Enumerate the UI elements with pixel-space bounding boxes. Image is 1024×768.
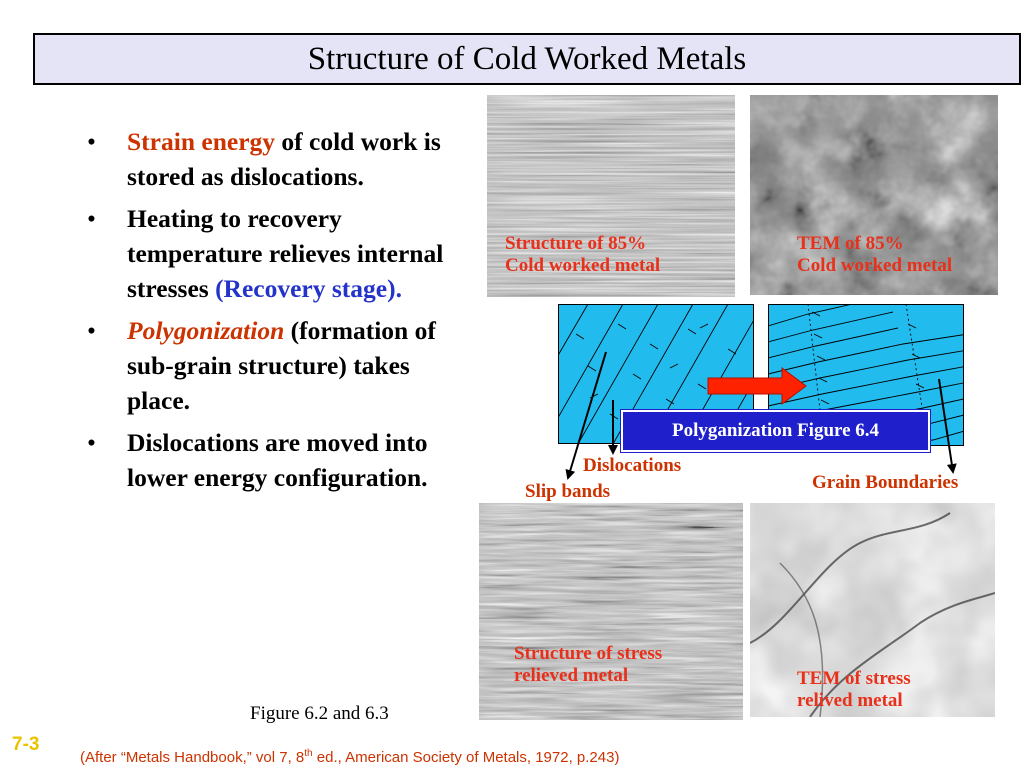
bullet-item-dislocations-moved: • Dislocations are moved into lower ener… xyxy=(82,425,478,495)
caption-tem-stress-relieved: TEM of stress relived metal xyxy=(797,668,911,712)
caption-tem-cold-worked-line1: TEM of 85% xyxy=(797,233,904,254)
caption-stress-relieved-line2: relieved metal xyxy=(514,665,629,686)
caption-cold-worked-line1: Structure of 85% xyxy=(505,233,647,254)
bullet-marker: • xyxy=(87,204,96,233)
bullet-marker: • xyxy=(87,127,96,156)
slide-title: Structure of Cold Worked Metals xyxy=(33,33,1021,85)
strain-energy-highlight: Strain energy xyxy=(127,127,276,156)
caption-cold-worked: Structure of 85% Cold worked metal xyxy=(505,233,660,277)
bullet-item-polygonization: • Polygonization (formation of sub-grain… xyxy=(82,313,478,418)
tem-cold-worked xyxy=(750,95,998,295)
bullet-marker: • xyxy=(87,316,96,345)
citation-after: ed., American Society of Metals, 1972, p… xyxy=(312,749,620,766)
tem-stress-relieved-image xyxy=(750,503,995,717)
caption-tem-cold-worked-line2: Cold worked metal xyxy=(797,255,953,276)
label-grain-boundaries: Grain Boundaries xyxy=(812,472,959,493)
figure-caption: Figure 6.2 and 6.3 xyxy=(250,703,389,724)
caption-stress-relieved: Structure of stress relieved metal xyxy=(514,643,662,687)
tem-stress-relieved xyxy=(750,503,995,717)
polygonization-figure-label: Polyganization Figure 6.4 xyxy=(671,420,880,441)
bullet-list: • Strain energy of cold work is stored a… xyxy=(82,124,478,502)
caption-stress-relieved-line1: Structure of stress xyxy=(514,643,663,664)
recovery-stage-highlight: (Recovery stage). xyxy=(215,274,402,303)
micrograph-stress-relieved xyxy=(479,503,743,720)
micrograph-stress-relieved-image xyxy=(479,503,743,720)
label-slip-bands: Slip bands xyxy=(525,481,611,502)
bullet-1-text: of cold work is stored as dislocations. xyxy=(127,127,441,191)
bullet-2-text: Heating to recovery temperature relieves… xyxy=(127,204,444,303)
bullet-item-recovery: • Heating to recovery temperature reliev… xyxy=(82,201,478,306)
micrograph-cold-worked-image xyxy=(487,95,735,297)
caption-tem-stress-relieved-line1: TEM of stress xyxy=(797,668,911,689)
tem-cold-worked-image xyxy=(750,95,998,295)
bullet-3-text: (formation of sub-grain structure) takes… xyxy=(127,316,436,415)
source-citation: (After “Metals Handbook,” vol 7, 8th ed.… xyxy=(80,748,619,766)
polygonization-highlight: Polygonization xyxy=(127,316,285,345)
slide-number: 7-3 xyxy=(12,734,40,755)
citation-before: (After “Metals Handbook,” vol 7, 8 xyxy=(80,749,305,766)
bullet-marker: • xyxy=(87,428,96,457)
bullet-4-text: Dislocations are moved into lower energy… xyxy=(127,428,428,492)
label-dislocations: Dislocations xyxy=(583,455,682,476)
caption-tem-cold-worked: TEM of 85% Cold worked metal xyxy=(797,233,952,277)
slide-title-text: Structure of Cold Worked Metals xyxy=(307,40,747,77)
bullet-item-strain-energy: • Strain energy of cold work is stored a… xyxy=(82,124,478,194)
caption-cold-worked-line2: Cold worked metal xyxy=(505,255,661,276)
polygonization-figure-box: Polyganization Figure 6.4 xyxy=(620,409,931,453)
micrograph-cold-worked xyxy=(487,95,735,297)
caption-tem-stress-relieved-line2: relived metal xyxy=(797,690,903,711)
citation-superscript: th xyxy=(304,748,313,759)
